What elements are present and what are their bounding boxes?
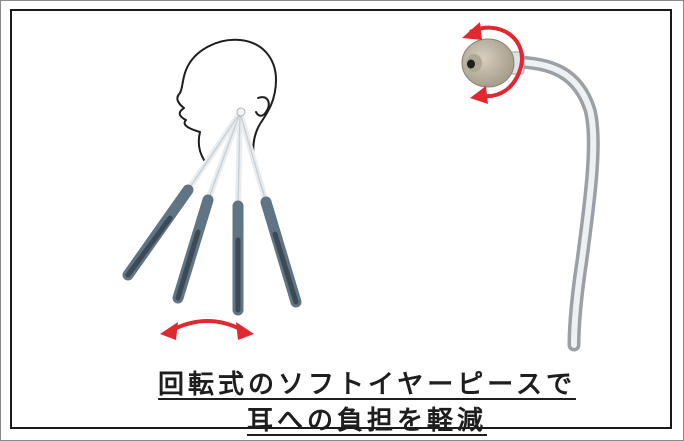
head-profile-icon — [176, 38, 277, 161]
ear-tip-icon — [461, 38, 515, 88]
thin-tube-icon — [505, 51, 600, 352]
rotation-arrow-icon — [462, 22, 524, 104]
swing-arrow-icon — [160, 319, 254, 340]
caption-line-2: 耳への負担を軽減 — [246, 406, 487, 436]
swivel-tube-icon — [122, 107, 302, 316]
caption-line-1: 回転式のソフトイヤーピースで — [158, 370, 576, 400]
